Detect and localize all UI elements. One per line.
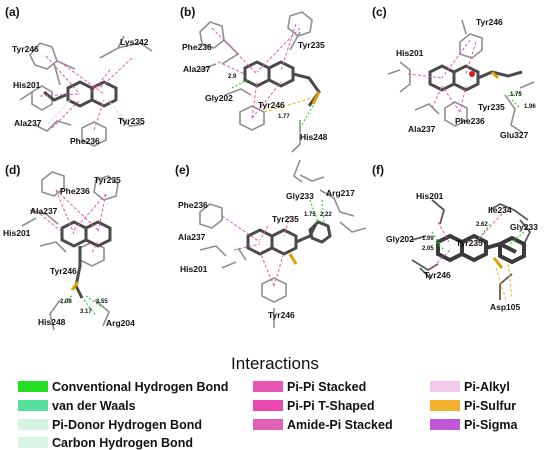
distance-label: 2.05: [422, 246, 434, 252]
residue-label: Tyr235: [118, 116, 145, 126]
distance-label: 2.08: [60, 299, 72, 305]
distance-label: 2.22: [320, 212, 332, 218]
residue-label: His201: [416, 191, 444, 201]
legend-item-pi-pi-t-shaped: Pi-Pi T-Shaped: [253, 398, 375, 413]
residue-label: Gly202: [386, 234, 414, 244]
residue-label: Arg217: [326, 188, 355, 198]
panel-label: (b): [180, 5, 195, 19]
legend-swatch: [430, 419, 460, 430]
distance-label: 1.75: [304, 212, 316, 218]
residue-label: His248: [300, 132, 328, 142]
residue-label: His201: [3, 228, 31, 238]
residue-label: Tyr246: [12, 44, 39, 54]
legend-swatch: [18, 419, 48, 430]
docking-figure: (a) Tyr246 Lys242: [3, 5, 538, 331]
legend-swatch: [18, 400, 48, 411]
panel-f: (f) His201 Ile234 Gly233: [372, 163, 538, 312]
legend-label: Amide-Pi Stacked: [287, 417, 393, 432]
residue-label: His201: [13, 80, 41, 90]
residue-label: Tyr246: [424, 270, 451, 280]
legend-label: van der Waals: [52, 398, 136, 413]
residue-label: Tyr235: [94, 175, 121, 185]
residue-label: Ile234: [488, 205, 512, 215]
residue-label: Phe236: [182, 42, 212, 52]
residue-label: Ala237: [408, 124, 436, 134]
legend-swatch: [253, 381, 283, 392]
residue-label: Tyr235: [298, 40, 325, 50]
legend-item-pi-alkyl: Pi-Alkyl: [430, 379, 510, 394]
residue-label: His201: [180, 264, 208, 274]
panel-e: (e) Gly233 Arg217 Phe236 Ty: [175, 163, 367, 328]
residue-label: Tyr246: [50, 266, 77, 276]
legend-label: Pi-Pi Stacked: [287, 379, 367, 394]
legend-item-conventional-hydrogen-bond: Conventional Hydrogen Bond: [18, 379, 228, 394]
residue-label: Lys242: [120, 37, 149, 47]
distance-label: 3.55: [96, 299, 108, 305]
residue-label: His248: [38, 317, 66, 327]
residue-label: Asp105: [490, 302, 521, 312]
legend-item-pi-sigma: Pi-Sigma: [430, 417, 518, 432]
legend-item-carbon-hydrogen-bond: Carbon Hydrogen Bond: [18, 435, 193, 450]
legend-label: Carbon Hydrogen Bond: [52, 435, 193, 450]
panel-label: (c): [372, 5, 387, 19]
legend-item-van-der-waals: van der Waals: [18, 398, 136, 413]
residue-label: Arg204: [106, 318, 135, 328]
legend-swatch: [430, 400, 460, 411]
legend-swatch: [18, 381, 48, 392]
distance-label: 1.99: [422, 236, 434, 242]
residue-label: Ala237: [14, 118, 42, 128]
residue-label: Phe236: [70, 136, 100, 146]
residue-label: Ala237: [178, 232, 206, 242]
residue-label: Gly202: [205, 93, 233, 103]
residue-label: Phe236: [178, 200, 208, 210]
residue-label: Tyr235: [456, 238, 483, 248]
legend-swatch: [253, 419, 283, 430]
residue-label: Phe236: [455, 116, 485, 126]
panel-label: (e): [175, 163, 190, 177]
legend-item-pi-donor-hydrogen-bond: Pi-Donor Hydrogen Bond: [18, 417, 202, 432]
panel-b: (b) Phe236 Tyr235 Ala: [180, 5, 328, 183]
panel-d: (d) Tyr235 Phe236 Ala237 His201 Tyr24: [3, 163, 135, 331]
legend-swatch: [430, 381, 460, 392]
legend-item-pi-pi-stacked: Pi-Pi Stacked: [253, 379, 366, 394]
distance-label: 1.77: [278, 114, 290, 120]
legend-label: Pi-Donor Hydrogen Bond: [52, 417, 202, 432]
panel-label: (d): [5, 163, 20, 177]
residue-label: Tyr246: [268, 310, 295, 320]
panel-c: (c) Tyr246 His201 Tyr235 Ala237: [372, 5, 536, 140]
legend-title: Interactions: [231, 354, 319, 373]
distance-label: 2.62: [476, 222, 488, 228]
legend-label: Conventional Hydrogen Bond: [52, 379, 229, 394]
residue-label: Tyr235: [272, 214, 299, 224]
panel-label: (f): [372, 163, 384, 177]
residue-label: Tyr246: [476, 17, 503, 27]
distance-label: 2.9: [228, 74, 237, 80]
residue-label: Glu327: [500, 130, 529, 140]
legend-label: Pi-Sigma: [464, 417, 518, 432]
legend-label: Pi-Sulfur: [464, 398, 517, 413]
residue-label: Phe236: [60, 186, 90, 196]
residue-label: Tyr246: [258, 100, 285, 110]
legend-label: Pi-Pi T-Shaped: [287, 398, 375, 413]
distance-label: 1.75: [510, 92, 522, 98]
legend-item-amide-pi-stacked: Amide-Pi Stacked: [253, 417, 393, 432]
legend-item-pi-sulfur: Pi-Sulfur: [430, 398, 516, 413]
residue-label: Gly233: [510, 222, 538, 232]
legend-swatch: [253, 400, 283, 411]
residue-label: Ala237: [183, 64, 211, 74]
legend-swatch: [18, 437, 48, 448]
legend-label: Pi-Alkyl: [464, 379, 510, 394]
panel-label: (a): [5, 5, 20, 19]
panel-a: (a) Tyr246 Lys242: [5, 5, 153, 147]
residue-label: Ala237: [30, 206, 58, 216]
distance-label: 1.96: [524, 104, 536, 110]
distance-label: 3.17: [80, 309, 92, 315]
residue-label: Gly233: [286, 191, 314, 201]
residue-label: Tyr235: [478, 102, 505, 112]
residue-label: His201: [396, 48, 424, 58]
